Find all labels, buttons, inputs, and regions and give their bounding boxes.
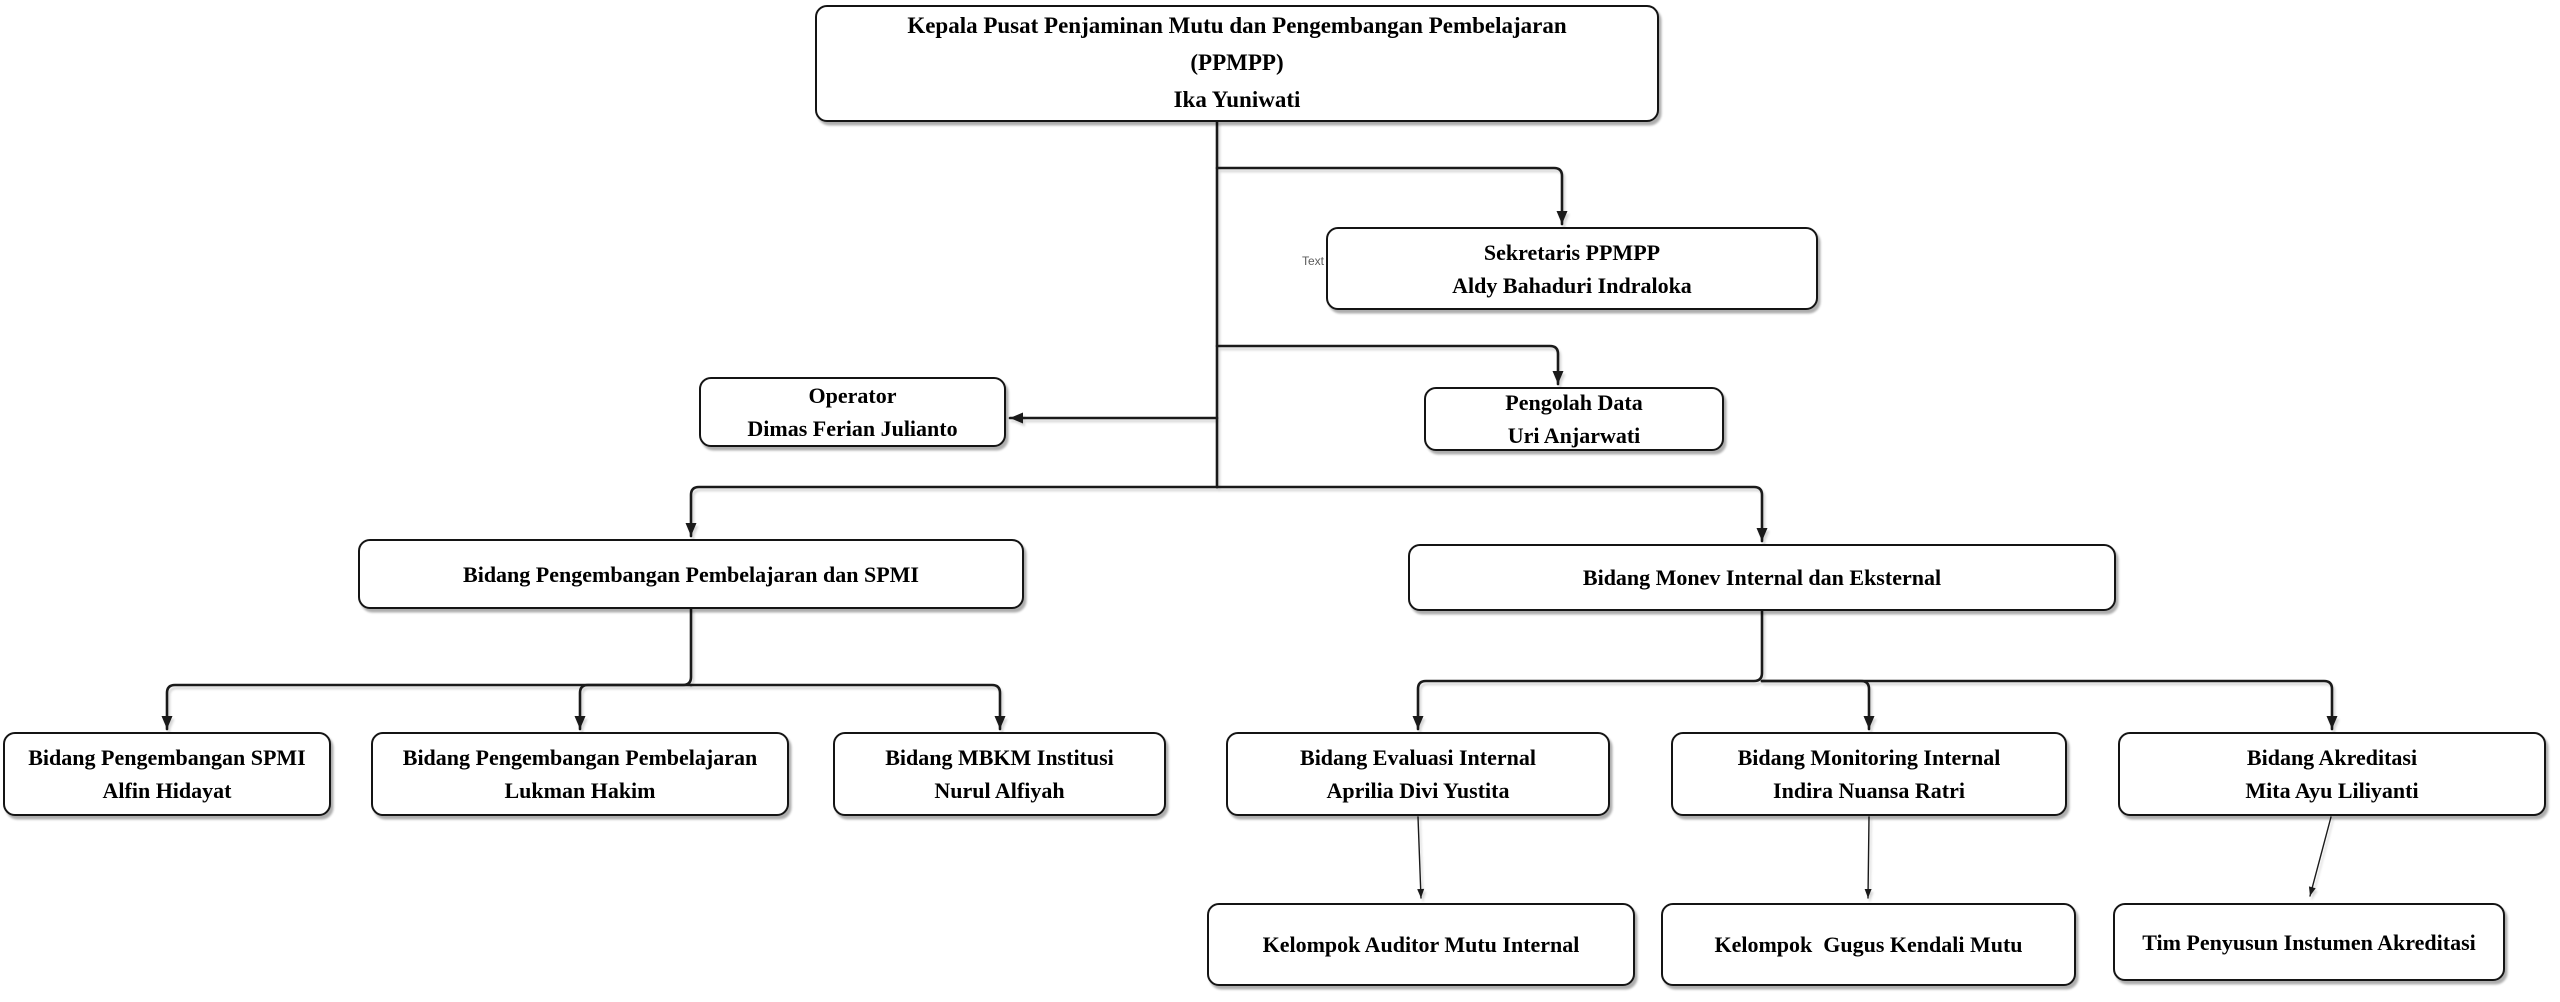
node-bidang-akreditasi: Bidang Akreditasi Mita Ayu Liliyanti xyxy=(2118,732,2546,816)
node-person: Alfin Hidayat xyxy=(102,778,232,803)
edge-kepala-sekretaris xyxy=(1215,166,1568,226)
edge-monitoring-gugus xyxy=(1864,816,1872,899)
edge-ppspmi-child3 xyxy=(689,683,1006,731)
node-kepala-ppmpp: Kepala Pusat Penjaminan Mutu dan Pengemb… xyxy=(815,5,1659,122)
node-bidang-mbkm: Bidang MBKM Institusi Nurul Alfiyah xyxy=(833,732,1166,816)
node-bidang-pp-spmi: Bidang Pengembangan Pembelajaran dan SPM… xyxy=(358,539,1024,609)
node-title: Pengolah Data xyxy=(1505,390,1643,415)
node-title: Bidang Pengembangan SPMI xyxy=(28,745,306,770)
node-title: Bidang Akreditasi xyxy=(2246,745,2418,770)
node-sekretaris: Sekretaris PPMPP Aldy Bahaduri Indraloka xyxy=(1326,227,1818,310)
node-title: Sekretaris PPMPP xyxy=(1483,239,1661,265)
node-title: Bidang Pengembangan Pembelajaran dan SPM… xyxy=(463,561,919,587)
edge-monev-child1 xyxy=(1412,609,1764,731)
edge-monev-child2 xyxy=(1760,679,1875,731)
node-pengolah-data: Pengolah Data Uri Anjarwati xyxy=(1424,387,1724,451)
node-bidang-pengembangan-spmi: Bidang Pengembangan SPMI Alfin Hidayat xyxy=(3,732,331,816)
node-bidang-evaluasi: Bidang Evaluasi Internal Aprilia Divi Yu… xyxy=(1226,732,1610,816)
node-person: Indira Nuansa Ratri xyxy=(1773,778,1965,803)
edge-kepala-pengolah xyxy=(1215,344,1564,386)
node-title: Kelompok Auditor Mutu Internal xyxy=(1262,932,1580,957)
edge-evaluasi-auditor xyxy=(1417,816,1425,899)
node-kelompok-auditor: Kelompok Auditor Mutu Internal xyxy=(1207,903,1635,986)
edge-kepala-bidang-monev xyxy=(1215,485,1768,543)
edge-kepala-bidang-pp-spmi xyxy=(685,485,1219,538)
node-bidang-monev: Bidang Monev Internal dan Eksternal xyxy=(1408,544,2116,611)
node-title: (PPMPP) xyxy=(1190,50,1284,76)
node-title: Bidang Monev Internal dan Eksternal xyxy=(1582,565,1942,590)
edge-ppspmi-child2 xyxy=(574,683,693,731)
node-tim-penyusun: Tim Penyusun Instumen Akreditasi xyxy=(2113,903,2505,981)
node-person: Mita Ayu Liliyanti xyxy=(2245,778,2419,803)
node-title: Kelompok Gugus Kendali Mutu xyxy=(1714,932,2023,957)
node-kelompok-gugus: Kelompok Gugus Kendali Mutu xyxy=(1661,903,2076,986)
node-title: Bidang MBKM Institusi xyxy=(885,745,1114,770)
node-title: Bidang Evaluasi Internal xyxy=(1300,745,1536,770)
node-person: Uri Anjarwati xyxy=(1507,423,1641,448)
node-person: Lukman Hakim xyxy=(504,778,656,803)
node-person: Aldy Bahaduri Indraloka xyxy=(1452,272,1692,298)
node-person: Nurul Alfiyah xyxy=(934,778,1065,803)
node-title: Tim Penyusun Instumen Akreditasi xyxy=(2142,929,2476,955)
edge-akreditasi-tim xyxy=(2308,816,2332,897)
node-person: Ika Yuniwati xyxy=(1173,86,1301,112)
node-title: Kepala Pusat Penjaminan Mutu dan Pengemb… xyxy=(907,13,1567,39)
edge-label-text: Text xyxy=(1301,254,1324,268)
edge-ppspmi-child1 xyxy=(161,607,693,731)
node-title: Operator xyxy=(808,383,897,408)
node-title: Bidang Pengembangan Pembelajaran xyxy=(402,745,758,770)
node-person: Dimas Ferian Julianto xyxy=(747,416,958,441)
node-operator: Operator Dimas Ferian Julianto xyxy=(699,377,1006,447)
node-person: Aprilia Divi Yustita xyxy=(1326,778,1510,803)
edge-monev-child3 xyxy=(1760,679,2338,731)
node-bidang-monitoring: Bidang Monitoring Internal Indira Nuansa… xyxy=(1671,732,2067,816)
node-title: Bidang Monitoring Internal xyxy=(1737,745,2001,770)
node-bidang-pengembangan-pembelajaran: Bidang Pengembangan Pembelajaran Lukman … xyxy=(371,732,789,816)
